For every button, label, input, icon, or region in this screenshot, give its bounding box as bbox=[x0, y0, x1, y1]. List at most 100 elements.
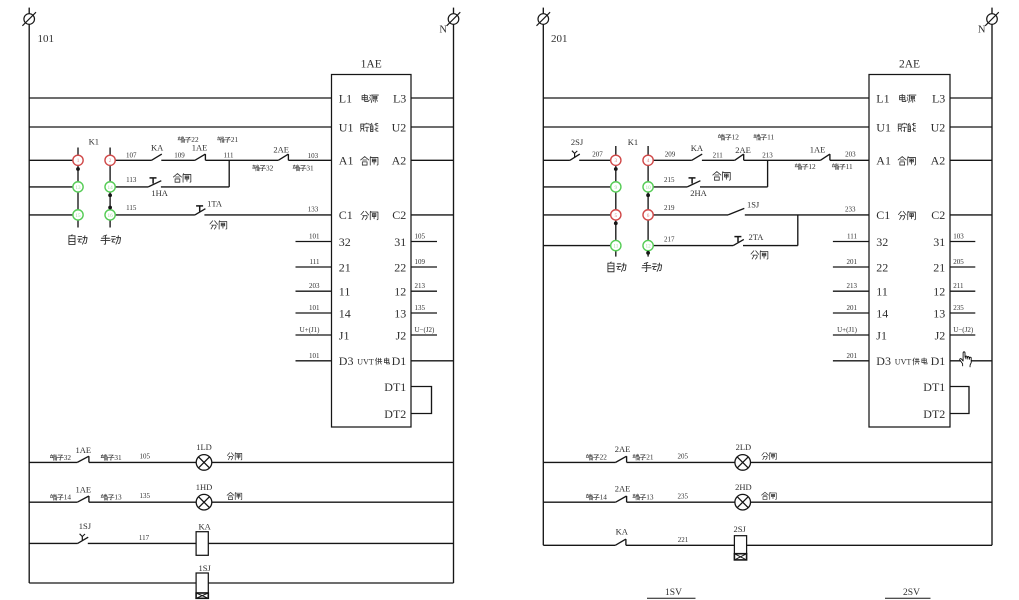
svg-text:31: 31 bbox=[114, 453, 122, 462]
svg-text:N: N bbox=[439, 24, 447, 35]
svg-text:201: 201 bbox=[847, 352, 858, 360]
svg-text:11: 11 bbox=[876, 285, 888, 299]
svg-text:1AE: 1AE bbox=[810, 144, 826, 154]
svg-text:31: 31 bbox=[306, 163, 314, 172]
svg-text:U2: U2 bbox=[931, 120, 946, 134]
svg-text:111: 111 bbox=[847, 233, 857, 241]
svg-text:219: 219 bbox=[664, 204, 675, 212]
svg-text:C1: C1 bbox=[876, 208, 890, 222]
svg-text:J2: J2 bbox=[935, 328, 946, 342]
svg-text:3: 3 bbox=[615, 158, 618, 164]
svg-text:12: 12 bbox=[808, 162, 816, 171]
svg-text:U1: U1 bbox=[876, 120, 891, 134]
svg-text:117: 117 bbox=[139, 534, 150, 542]
svg-text:11: 11 bbox=[846, 162, 853, 171]
svg-text:101: 101 bbox=[309, 352, 320, 360]
svg-text:209: 209 bbox=[665, 151, 676, 159]
svg-text:2AE: 2AE bbox=[615, 444, 631, 454]
svg-text:12: 12 bbox=[646, 244, 652, 250]
svg-text:213: 213 bbox=[847, 282, 858, 290]
svg-text:2HD: 2HD bbox=[735, 482, 752, 492]
svg-text:UVT: UVT bbox=[895, 357, 912, 366]
svg-text:1SJ: 1SJ bbox=[79, 521, 92, 531]
svg-text:213: 213 bbox=[762, 152, 773, 160]
svg-text:J2: J2 bbox=[396, 328, 407, 342]
svg-text:32: 32 bbox=[339, 235, 351, 249]
svg-text:1HA: 1HA bbox=[151, 188, 168, 198]
svg-text:11: 11 bbox=[339, 285, 351, 299]
svg-text:J1: J1 bbox=[339, 328, 350, 342]
svg-text:103: 103 bbox=[308, 152, 319, 160]
svg-text:217: 217 bbox=[664, 235, 675, 243]
svg-text:2: 2 bbox=[109, 158, 112, 164]
svg-text:D1: D1 bbox=[931, 354, 946, 368]
svg-text:DT1: DT1 bbox=[923, 380, 945, 394]
svg-text:205: 205 bbox=[953, 258, 964, 266]
svg-text:22: 22 bbox=[191, 135, 199, 144]
svg-text:101: 101 bbox=[38, 33, 55, 45]
svg-text:KA: KA bbox=[199, 522, 212, 532]
svg-text:1AE: 1AE bbox=[361, 59, 382, 71]
svg-text:14: 14 bbox=[64, 493, 72, 502]
svg-text:107: 107 bbox=[126, 152, 137, 160]
svg-text:207: 207 bbox=[592, 150, 603, 158]
svg-text:21: 21 bbox=[339, 260, 351, 274]
svg-text:101: 101 bbox=[309, 233, 320, 241]
svg-text:6: 6 bbox=[647, 213, 650, 219]
svg-text:12: 12 bbox=[732, 133, 740, 142]
svg-text:235: 235 bbox=[678, 492, 689, 500]
svg-text:103: 103 bbox=[953, 233, 964, 241]
svg-text:22: 22 bbox=[394, 260, 406, 274]
svg-text:215: 215 bbox=[664, 176, 675, 184]
svg-text:D3: D3 bbox=[339, 354, 354, 368]
svg-text:N: N bbox=[978, 24, 986, 35]
svg-text:U+(J1): U+(J1) bbox=[837, 326, 858, 334]
svg-text:105: 105 bbox=[415, 233, 426, 241]
svg-text:A1: A1 bbox=[339, 154, 354, 168]
svg-text:1LD: 1LD bbox=[196, 442, 212, 452]
svg-text:221: 221 bbox=[678, 536, 689, 544]
svg-text:DT2: DT2 bbox=[923, 407, 945, 421]
svg-text:111: 111 bbox=[310, 258, 320, 266]
svg-text:D3: D3 bbox=[876, 354, 891, 368]
svg-text:2AE: 2AE bbox=[615, 484, 631, 494]
svg-text:105: 105 bbox=[139, 452, 150, 460]
svg-text:11: 11 bbox=[613, 244, 618, 250]
svg-text:L3: L3 bbox=[393, 91, 406, 105]
svg-text:L3: L3 bbox=[932, 91, 945, 105]
svg-text:13: 13 bbox=[646, 492, 654, 501]
svg-text:4: 4 bbox=[647, 158, 650, 164]
svg-text:213: 213 bbox=[415, 282, 426, 290]
svg-text:201: 201 bbox=[847, 304, 858, 312]
svg-text:32: 32 bbox=[876, 235, 888, 249]
svg-text:K1: K1 bbox=[89, 137, 99, 147]
svg-text:A2: A2 bbox=[392, 154, 407, 168]
svg-text:14: 14 bbox=[108, 185, 114, 191]
svg-text:1SJ: 1SJ bbox=[199, 563, 212, 573]
svg-text:U−(J2): U−(J2) bbox=[415, 326, 436, 334]
svg-text:135: 135 bbox=[415, 304, 426, 312]
svg-text:2AE: 2AE bbox=[899, 59, 920, 71]
svg-text:2HA: 2HA bbox=[690, 188, 707, 198]
svg-text:201: 201 bbox=[847, 258, 858, 266]
svg-text:KA: KA bbox=[151, 143, 164, 153]
svg-text:U+(J1): U+(J1) bbox=[300, 326, 321, 334]
svg-text:15: 15 bbox=[75, 213, 81, 219]
svg-text:KA: KA bbox=[616, 526, 629, 536]
svg-text:L1: L1 bbox=[876, 91, 889, 105]
svg-text:C2: C2 bbox=[931, 208, 945, 222]
svg-text:203: 203 bbox=[309, 282, 320, 290]
svg-text:2LD: 2LD bbox=[736, 442, 752, 452]
svg-text:12: 12 bbox=[933, 285, 945, 299]
svg-text:111: 111 bbox=[224, 152, 234, 160]
svg-text:1: 1 bbox=[77, 158, 80, 164]
svg-text:21: 21 bbox=[646, 453, 654, 462]
svg-text:32: 32 bbox=[266, 163, 274, 172]
svg-text:UVT: UVT bbox=[357, 357, 374, 366]
svg-text:22: 22 bbox=[600, 453, 608, 462]
svg-text:1SV: 1SV bbox=[665, 588, 682, 598]
svg-text:2TA: 2TA bbox=[748, 232, 764, 242]
svg-text:31: 31 bbox=[933, 235, 945, 249]
svg-text:14: 14 bbox=[339, 306, 351, 320]
svg-text:21: 21 bbox=[933, 260, 945, 274]
